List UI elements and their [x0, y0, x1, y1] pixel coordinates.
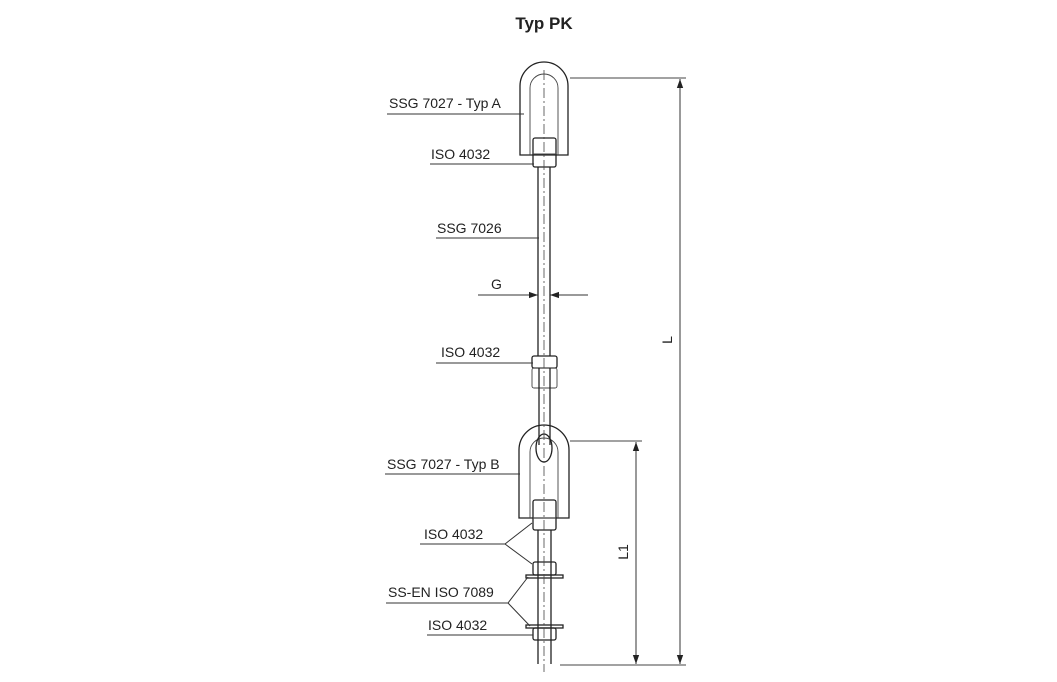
callout-label: SSG 7026 [437, 220, 502, 236]
callout-washer: SS-EN ISO 7089 [386, 576, 531, 627]
lower-length-label: L1 [615, 544, 631, 560]
callout-label: SSG 7027 - Typ A [389, 95, 501, 111]
callout-nut-lower: ISO 4032 [420, 522, 533, 565]
total-length-dimension: L [560, 77, 686, 666]
callout-label: SS-EN ISO 7089 [388, 584, 494, 600]
total-length-label: L [659, 336, 675, 344]
nut-lower-upper [532, 499, 557, 531]
callout-nut-mid: ISO 4032 [436, 344, 533, 364]
threaded-rod [537, 167, 551, 356]
callout-label: ISO 4032 [424, 526, 483, 542]
thread-dimension: G [478, 276, 588, 299]
callout-clevis-b: SSG 7027 - Typ B [385, 456, 520, 475]
lower-length-dimension: L1 [570, 440, 642, 664]
thread-label: G [491, 276, 502, 292]
callout-label: SSG 7027 - Typ B [387, 456, 500, 472]
callout-nut-top: ISO 4032 [430, 146, 534, 165]
nut-mid [531, 355, 558, 445]
callout-nut-bottom: ISO 4032 [427, 617, 533, 636]
callout-label: ISO 4032 [441, 344, 500, 360]
callout-clevis-a: SSG 7027 - Typ A [387, 95, 524, 115]
nut-top [532, 137, 557, 168]
callout-label: ISO 4032 [428, 617, 487, 633]
nut-and-washer [525, 561, 564, 641]
threaded-rod-lower [537, 530, 552, 664]
callout-label: ISO 4032 [431, 146, 490, 162]
drawing-title: Typ PK [515, 14, 573, 33]
callout-rod: SSG 7026 [436, 220, 539, 239]
